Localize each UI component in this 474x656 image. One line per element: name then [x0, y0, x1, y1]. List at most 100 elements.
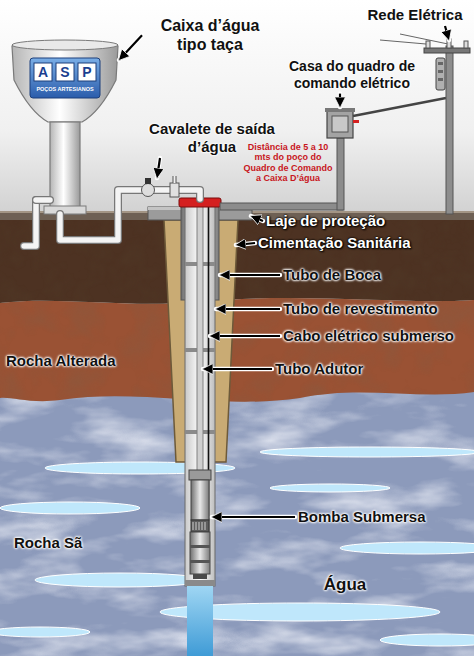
groundwater-vein: [340, 542, 474, 554]
tank-logo: [56, 63, 74, 81]
riser-pipe: [197, 206, 203, 472]
groundwater-vein: [0, 447, 474, 646]
water-tower: [12, 40, 118, 50]
outlet-valve: [145, 178, 151, 184]
sky-background: [0, 0, 474, 220]
leader-halo: [220, 273, 280, 278]
callout-label: Bomba Submersa: [298, 508, 426, 526]
sound-rock-layer: [0, 380, 474, 656]
outlet-valve: [174, 176, 176, 183]
submersible-pump: [190, 532, 210, 574]
submersible-pump: [190, 545, 210, 548]
logo-letter: P: [82, 65, 91, 79]
outlet-valve: [170, 183, 179, 197]
leader-line: [339, 94, 341, 107]
leader-arrow: [236, 243, 255, 245]
layer-label: Rocha Alterada: [6, 352, 115, 370]
logo-text: POÇOS ARTESIANOS: [36, 87, 93, 93]
control-panel-box: [332, 116, 348, 132]
leader-arrow: [203, 369, 272, 370]
power-line: [380, 34, 448, 44]
leader-line: [119, 35, 142, 60]
callout-label: Laje de proteção: [266, 212, 385, 230]
casing-pipe: [185, 204, 215, 586]
submersible-pump: [191, 480, 209, 520]
leader-arrow: [212, 517, 295, 518]
leader-arrow: [340, 94, 341, 107]
tank-logo: [34, 63, 52, 81]
leader-halo: [338, 94, 343, 107]
open-hole-water: [187, 586, 213, 656]
groundwater-vein: [35, 573, 205, 587]
groundwater-vein: [0, 502, 140, 514]
sound-rock-layer: [0, 380, 474, 656]
utility-pole: [438, 78, 443, 81]
callout-label: Tubo Adutor: [275, 360, 363, 378]
weathered-rock-layer: [0, 290, 474, 420]
leader-halo: [216, 307, 280, 312]
leader-line: [220, 274, 280, 276]
leader-line: [210, 335, 280, 337]
power-line: [353, 98, 446, 116]
groundwater-vein: [380, 634, 474, 646]
leader-line: [157, 158, 160, 178]
water-pipes: [24, 200, 36, 246]
water-tower: [12, 41, 118, 122]
outlet-valve: [142, 184, 155, 197]
outlet-valve: [147, 178, 149, 184]
water-pipes: [36, 197, 50, 203]
leader-arrow: [210, 336, 280, 337]
utility-pole: [446, 46, 453, 214]
tank-logo: [30, 58, 100, 98]
riser-pipe: [197, 206, 203, 472]
groundwater-vein: [260, 447, 474, 457]
submersible-pump: [189, 470, 211, 579]
outlet-valve: [173, 176, 177, 183]
weathered-rock-layer: [0, 290, 474, 420]
leader-halo: [212, 515, 295, 520]
water-tower: [44, 206, 86, 214]
leader-halo: [203, 367, 272, 372]
note-text: Distância de 5 a 10 mts do poço do Quadr…: [243, 142, 333, 183]
control-panel-box: [327, 111, 353, 138]
leader-halo: [119, 35, 142, 60]
sound-rock-layer: [0, 380, 474, 656]
submersible-pump: [193, 574, 207, 579]
layer-label: Rocha Sã: [14, 534, 82, 552]
leader-halo: [157, 158, 160, 178]
leader-line: [216, 308, 280, 310]
logo-letter: A: [38, 65, 48, 79]
leader-arrow: [445, 26, 449, 40]
leader-arrow: [216, 309, 280, 310]
sky-background: [0, 0, 474, 220]
utility-pole: [424, 48, 470, 53]
leader-halo: [236, 243, 255, 245]
callout-label: Caixa d’água tipo taça: [145, 16, 275, 54]
tank-logo: [30, 58, 100, 98]
groundwater-vein: [270, 484, 390, 492]
utility-pole: [464, 41, 468, 48]
submersible-pump: [190, 560, 210, 563]
casing-pipe: [185, 204, 215, 586]
control-panel-box: [353, 120, 359, 123]
leader-arrow: [220, 275, 280, 276]
submersible-pump: [189, 470, 211, 480]
open-hole-water: [187, 586, 213, 656]
tank-logo: [78, 63, 96, 81]
leader-line: [203, 368, 272, 370]
utility-pole: [436, 58, 445, 90]
utility-pole: [424, 39, 470, 214]
submersible-pump: [191, 520, 209, 532]
utility-pole: [426, 41, 430, 48]
water-pipes: [24, 200, 36, 246]
callout-label: Cimentação Sanitária: [258, 234, 411, 252]
water-pipes: [36, 196, 50, 204]
layer-label: Água: [324, 575, 367, 595]
leader-arrow: [157, 158, 160, 178]
leader-line: [251, 216, 263, 221]
utility-pole: [438, 62, 443, 65]
leader-halo: [251, 216, 263, 221]
water-tower: [12, 40, 118, 214]
sound-rock-layer: [0, 380, 474, 656]
